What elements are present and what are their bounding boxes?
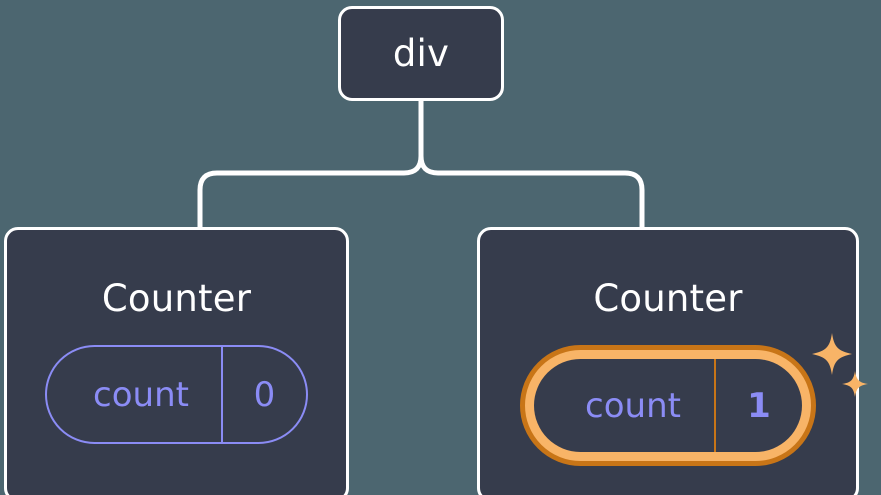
state-pill-right-key: count [585,385,681,426]
state-pill-left[interactable]: count 0 [45,345,308,444]
node-root-label: div [392,32,450,75]
sparkle-large-icon [812,333,852,375]
node-root-div[interactable]: div [338,6,504,101]
state-pill-left-key: count [93,374,189,415]
sparkle-small-icon [842,371,868,397]
node-counter-left-title: Counter [101,277,252,320]
state-pill-right-inner: count 1 [534,359,802,452]
state-pill-right-highlighted[interactable]: count 1 [520,345,816,466]
state-pill-wrapper-right: count 1 [520,333,868,466]
sparkle-icon-group [812,333,868,397]
state-pill-wrapper-left: count 0 [45,345,308,444]
state-pill-right-value: 1 [714,359,802,452]
node-counter-right[interactable]: Counter count 1 [477,227,868,495]
node-counter-left[interactable]: Counter count 0 [4,227,349,495]
node-counter-right-title: Counter [593,277,743,320]
state-pill-left-value: 0 [221,347,306,442]
